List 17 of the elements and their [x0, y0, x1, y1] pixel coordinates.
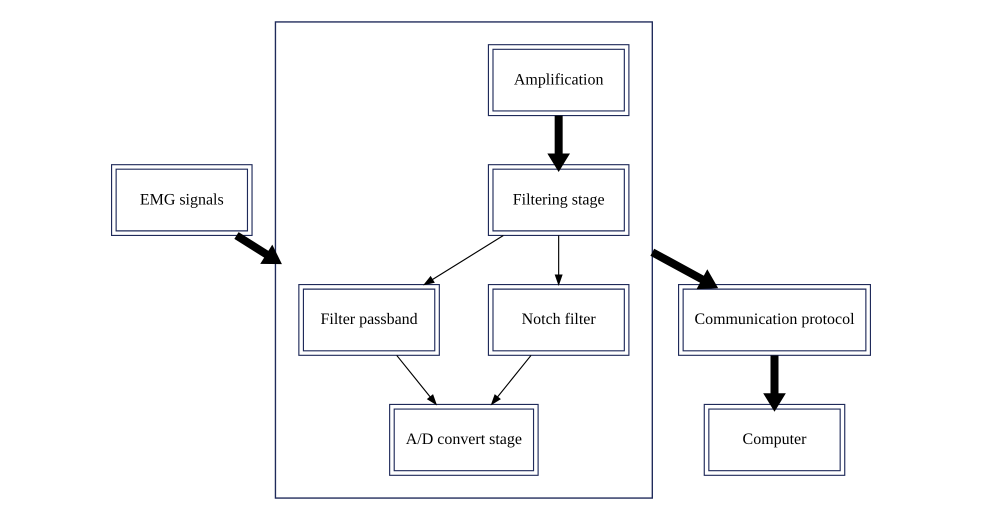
node-box: EMG signals	[111, 164, 253, 236]
cluster	[274, 21, 653, 499]
node-box: Filtering stage	[488, 164, 630, 236]
arrow	[650, 248, 718, 290]
node-box: Computer	[704, 404, 846, 476]
arrow	[490, 355, 532, 406]
arrow	[554, 236, 563, 286]
node-box: Filter passband	[298, 284, 440, 356]
node-box: Amplification	[488, 44, 630, 116]
arrow	[423, 235, 504, 286]
node-box: Notch filter	[488, 284, 630, 356]
node-box: Communication protocol	[678, 284, 871, 356]
arrow	[396, 355, 438, 406]
arrow	[234, 232, 282, 264]
arrow	[547, 116, 570, 172]
arrow	[763, 355, 786, 412]
node-box: A/D convert stage	[389, 404, 539, 476]
